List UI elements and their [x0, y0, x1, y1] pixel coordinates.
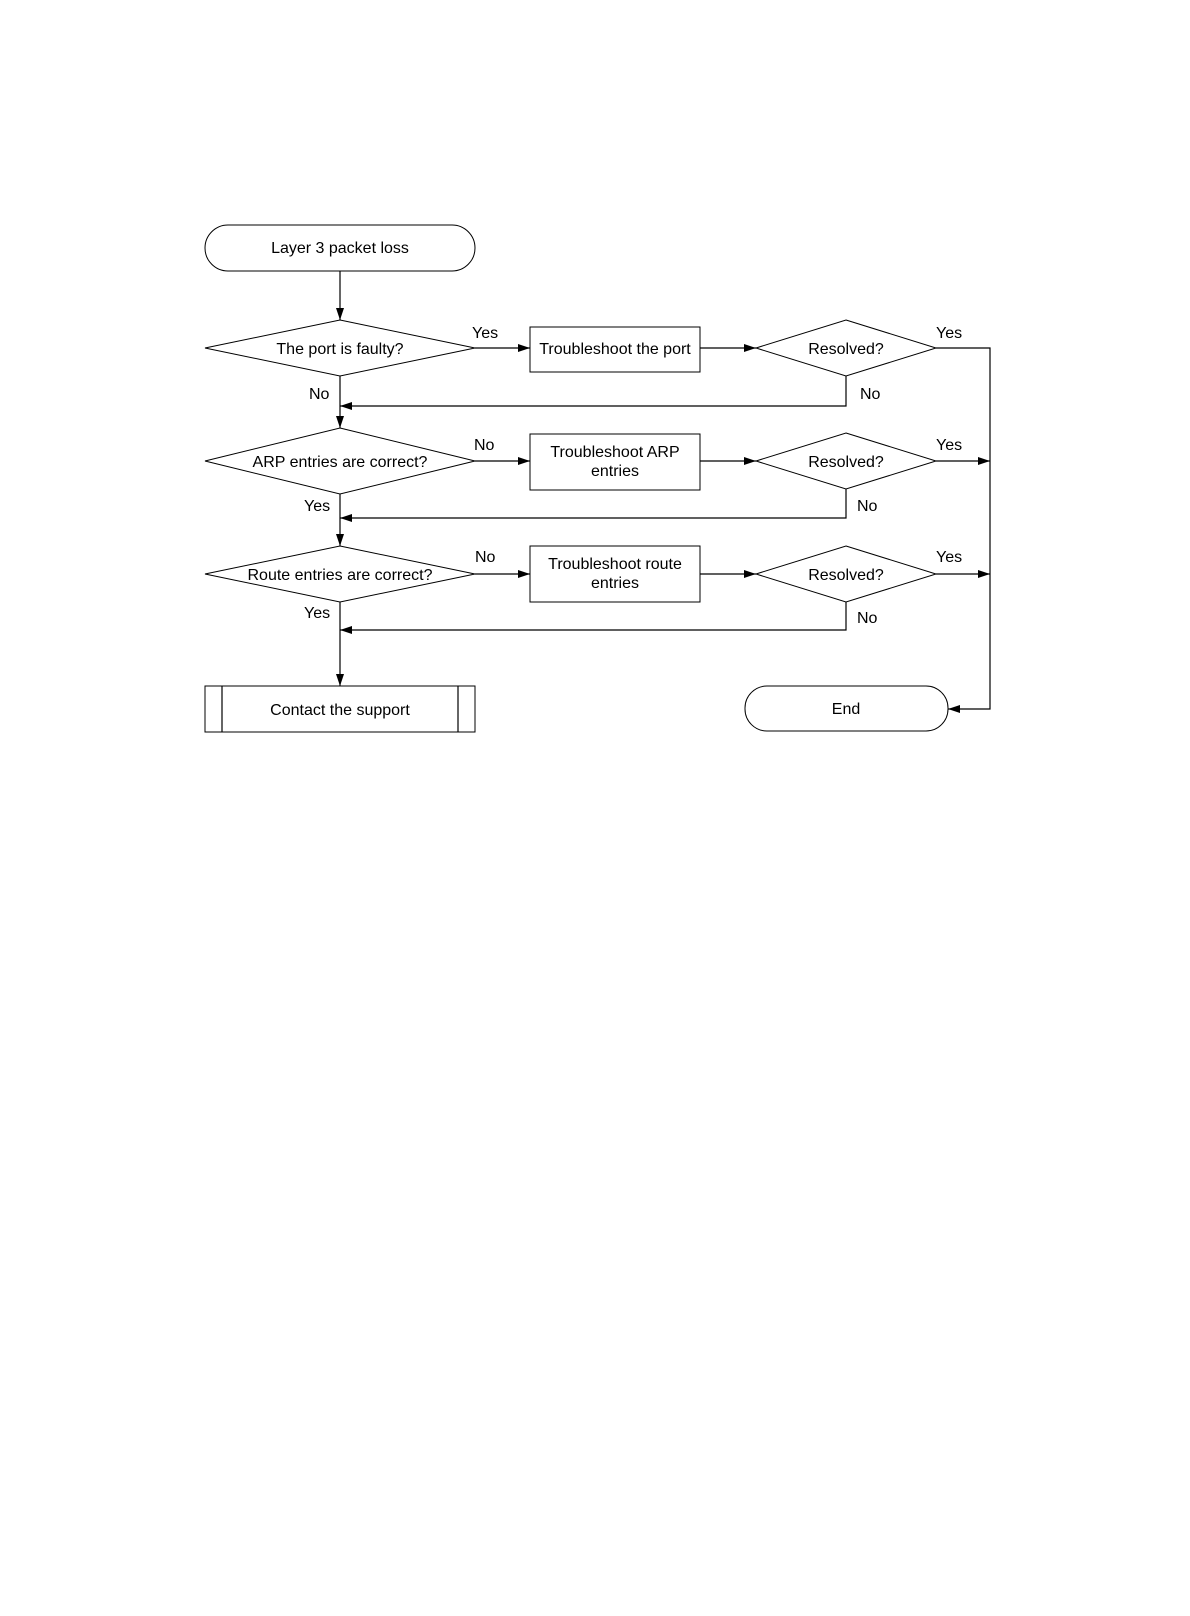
edge-label-resolved3-yes: Yes	[936, 549, 962, 566]
action-arp-label-line2: entries	[591, 463, 639, 480]
action-port-label: Troubleshoot the port	[539, 341, 691, 358]
edge-resolved1-no-return	[340, 376, 846, 406]
edge-resolved1-yes-to-end	[936, 348, 990, 709]
edge-label-arp-no: No	[474, 437, 495, 454]
resolved-3-label: Resolved?	[808, 567, 884, 584]
edge-label-port-yes: Yes	[472, 325, 498, 342]
contact-support-label: Contact the support	[270, 702, 410, 719]
resolved-1-label: Resolved?	[808, 341, 884, 358]
edge-label-resolved1-no: No	[860, 386, 881, 403]
edge-label-resolved3-no: No	[857, 610, 878, 627]
edge-label-route-no: No	[475, 549, 496, 566]
decision-arp-label: ARP entries are correct?	[253, 454, 428, 471]
edge-label-route-yes: Yes	[304, 605, 330, 622]
action-arp-box	[530, 434, 700, 490]
action-route-label-line1: Troubleshoot route	[548, 556, 682, 573]
edge-resolved3-no-return	[340, 602, 846, 630]
edge-label-resolved2-yes: Yes	[936, 437, 962, 454]
edge-label-arp-yes: Yes	[304, 498, 330, 515]
start-label: Layer 3 packet loss	[271, 240, 409, 257]
end-label: End	[832, 701, 860, 718]
action-route-label-line2: entries	[591, 575, 639, 592]
resolved-2-label: Resolved?	[808, 454, 884, 471]
decision-route-label: Route entries are correct?	[248, 567, 433, 584]
action-arp-label-line1: Troubleshoot ARP	[550, 444, 679, 461]
edge-resolved2-no-return	[340, 489, 846, 518]
edge-label-port-no: No	[309, 386, 330, 403]
decision-port-label: The port is faulty?	[276, 341, 403, 358]
action-route-box	[530, 546, 700, 602]
edge-label-resolved2-no: No	[857, 498, 878, 515]
edge-label-resolved1-yes: Yes	[936, 325, 962, 342]
